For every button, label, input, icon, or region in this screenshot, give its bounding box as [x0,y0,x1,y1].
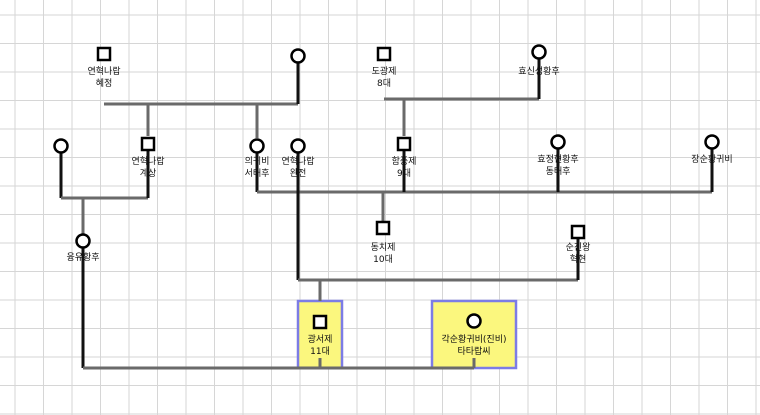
label-daoguang-name: 도광제 [372,65,397,77]
person-daoguang-square-icon[interactable] [376,46,392,62]
person-yeonwan-circle-icon[interactable] [290,138,306,154]
label-longyu-name: 융유황후 [66,252,99,263]
label-yeonghye-sub: 혜정 [96,77,113,89]
label-xianfeng-name: 함풍제 [392,156,417,167]
label-uigwibi-sub: 서태후 [245,168,270,179]
person-yeonghye-square-icon[interactable] [96,46,112,62]
person-tongzhi-square-icon[interactable] [375,220,391,236]
person-topf-circle-icon[interactable] [290,48,306,64]
connector-lines [59,59,714,370]
label-yeonwan-name: 연혁나랍 [281,156,314,167]
label-xiaozhen-sub: 동태후 [546,166,571,177]
person-symbols [53,44,720,330]
person-uigwibi-circle-icon[interactable] [249,138,265,154]
label-gakjun-name: 각순황귀비(진비) [442,333,507,345]
label-sunchin-sub: 혁현 [570,254,587,265]
person-guangxu-square-icon[interactable] [312,314,328,330]
label-xiaoshen-name: 효신성황후 [518,66,559,77]
label-guangxu-sub: 11대 [310,346,330,357]
person-xiaoshen-circle-icon[interactable] [531,44,547,60]
label-yeonwan-sub: 완전 [290,168,307,179]
person-sunchin-square-icon[interactable] [570,224,586,240]
label-sunchin-name: 순친왕 [566,242,591,253]
person-xiaozhen-circle-icon[interactable] [550,134,566,150]
label-yeongye-sub: 계상 [140,167,157,179]
label-tongzhi-sub: 10대 [373,254,393,265]
person-gakjun-circle-icon[interactable] [466,313,482,329]
person-yeongye-square-icon[interactable] [140,136,156,152]
person-leftf-circle-icon[interactable] [53,138,69,154]
label-jangsun-name: 장순황귀비 [691,154,732,165]
label-xianfeng-sub: 9대 [397,168,411,179]
person-longyu-circle-icon[interactable] [75,233,91,249]
label-uigwibi-name: 의귀비 [245,156,270,167]
label-yeonghye-name: 연혁나랍 [87,66,120,77]
label-xiaozhen-name: 효정현황후 [537,154,578,165]
person-jangsun-circle-icon[interactable] [704,134,720,150]
label-gakjun-sub: 타타랍씨 [457,346,490,357]
person-xianfeng-square-icon[interactable] [396,136,412,152]
label-tongzhi-name: 동치제 [371,241,396,253]
label-guangxu-name: 광서제 [308,333,333,345]
label-yeongye-name: 연혁나랍 [131,156,164,167]
person-labels: 연혁나랍 혜정 도광제 8대 효신성황후 연혁나랍 계상 의귀비 서태후 연혁나… [66,65,732,357]
label-daoguang-sub: 8대 [377,78,391,89]
